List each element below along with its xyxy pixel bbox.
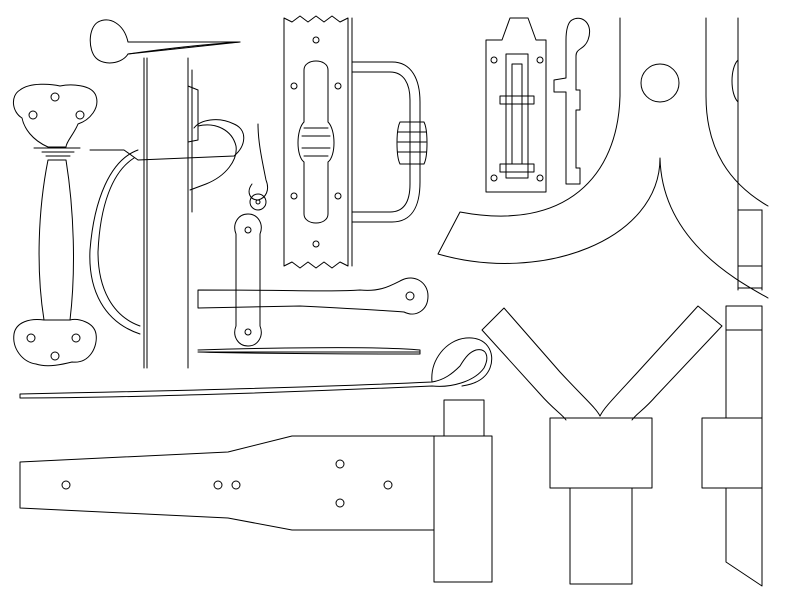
screw-hole	[290, 192, 298, 200]
screw-hole	[61, 480, 71, 490]
screw-hole	[383, 480, 393, 490]
bracket-collar	[549, 417, 653, 489]
thumb-press-curl	[189, 124, 237, 191]
screw-hole	[290, 82, 298, 90]
grip-bottom-escutcheon	[13, 319, 97, 367]
side-bracket-top	[725, 305, 763, 331]
rod-shaft	[197, 347, 421, 355]
pivot-center	[255, 199, 261, 205]
screw-hole	[312, 36, 320, 44]
screw-hole	[231, 480, 241, 490]
bolt-plate	[485, 17, 547, 193]
latch-bar-eye	[405, 291, 415, 301]
screw-hole	[26, 333, 36, 343]
frame-block	[737, 209, 763, 267]
latch-bow-inner	[97, 157, 141, 327]
thumb-press	[89, 119, 245, 161]
screw-hole	[334, 192, 342, 200]
screw-hole	[244, 226, 252, 234]
bolt-side-profile	[553, 17, 590, 185]
sneck-latch-lever	[89, 119, 269, 335]
lift-bar-cusp	[89, 19, 241, 64]
grip-knurl	[301, 127, 331, 157]
grip-bow	[38, 159, 74, 321]
arch-disc	[640, 63, 680, 103]
thumb-latch-lift-bar	[89, 19, 241, 64]
latch-bar	[197, 277, 429, 315]
latch-bar-with-keeper	[197, 213, 429, 347]
screw-hole	[312, 240, 320, 248]
long-hook-with-loop	[19, 337, 493, 399]
latch-bow	[89, 149, 141, 335]
arch-inner	[705, 17, 769, 207]
pivot-hole	[249, 193, 267, 211]
screw-hole	[50, 351, 60, 361]
grip-collar	[33, 147, 81, 157]
screw-hole	[490, 56, 498, 64]
arch-half-disc	[731, 59, 739, 103]
grip-top-escutcheon	[13, 83, 98, 148]
hinge-strap-body	[19, 435, 435, 531]
side-handle-knurl	[396, 121, 428, 165]
screw-hole	[536, 56, 544, 64]
bolt-slot	[505, 53, 529, 179]
vertical-door-edge	[143, 57, 199, 369]
thin-rod	[197, 347, 421, 355]
bracket-stem	[569, 487, 633, 585]
backplate	[283, 15, 349, 269]
arch-outer	[437, 17, 769, 299]
lift-bar-taper	[127, 41, 241, 55]
screw-hole	[213, 480, 223, 490]
bolt-stops	[499, 95, 535, 173]
screw-hole	[536, 174, 544, 182]
side-bracket-profile	[701, 305, 763, 587]
bolt-rod	[511, 63, 523, 165]
barrel-bolt	[485, 17, 590, 193]
screw-hole	[75, 110, 85, 120]
hinge-knuckle	[433, 435, 493, 583]
inset-grip	[297, 60, 335, 224]
t-hinge-strap	[19, 399, 493, 583]
staple-bracket	[187, 85, 199, 143]
screw-hole	[490, 174, 498, 182]
screw-hole	[50, 92, 60, 102]
keeper-plate	[234, 213, 262, 347]
bracket-left-arm	[481, 307, 601, 421]
hinge-pintle-cap	[443, 399, 485, 437]
screw-hole	[28, 110, 38, 120]
y-shaped-bracket	[481, 305, 723, 585]
door-pull-with-backplate	[283, 15, 428, 269]
screw-hole	[244, 328, 252, 336]
hook-loop	[431, 337, 493, 387]
screw-hole	[335, 498, 345, 508]
thumb-latch-grip-handle	[13, 83, 98, 367]
side-bracket-stem	[725, 487, 763, 587]
screw-hole	[71, 333, 81, 343]
screw-hole	[335, 459, 345, 469]
screw-hole	[334, 82, 342, 90]
keeper-finger	[248, 123, 269, 201]
arched-frame-profile	[437, 17, 769, 299]
hook-shaft	[19, 349, 488, 399]
side-bracket-collar	[701, 417, 763, 489]
bracket-right-arm	[599, 305, 723, 421]
